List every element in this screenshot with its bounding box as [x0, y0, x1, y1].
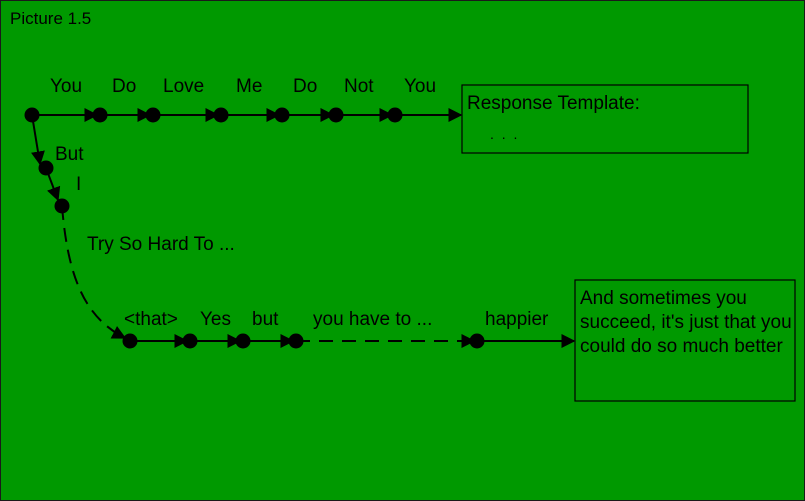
node-top-6: [387, 107, 403, 123]
outcome-text: And sometimes you succeed, it's just tha…: [580, 288, 792, 357]
bottom-word-3: but: [252, 309, 279, 330]
node-bottom-1: [122, 333, 138, 349]
node-top-2: [145, 107, 161, 123]
node-bottom-2: [182, 333, 198, 349]
node-top-1: [92, 107, 108, 123]
node-top-3: [213, 107, 229, 123]
node-branch-2: [54, 198, 70, 214]
bottom-word-4: you have to ...: [313, 309, 432, 330]
branch-word-1: But: [55, 144, 84, 165]
top-path-labels: You Do Love Me Do Not You: [50, 76, 436, 97]
top-word-5: Do: [293, 76, 317, 97]
node-start: [24, 107, 40, 123]
node-bottom-3: [235, 333, 251, 349]
top-word-2: Do: [112, 76, 136, 97]
node-top-4: [274, 107, 290, 123]
branch-word-3: Try So Hard To ...: [87, 234, 235, 255]
top-word-6: Not: [344, 76, 374, 97]
top-word-1: You: [50, 76, 82, 97]
top-word-4: Me: [236, 76, 262, 97]
top-word-3: Love: [163, 76, 204, 97]
bottom-word-5: happier: [485, 309, 549, 330]
edge-branch-dashed: [61, 205, 127, 339]
node-top-5: [328, 107, 344, 123]
bottom-word-2: Yes: [200, 309, 231, 330]
bottom-word-1: <that>: [124, 309, 178, 330]
edge-branch-1: [31, 114, 45, 166]
top-word-7: You: [404, 76, 436, 97]
figure-caption: Picture 1.5: [10, 9, 91, 28]
node-bottom-5: [469, 333, 485, 349]
branch-labels: But I Try So Hard To ...: [55, 144, 235, 255]
node-branch-1: [38, 160, 54, 176]
nodes: [24, 107, 485, 349]
branch-word-2: I: [76, 174, 81, 195]
response-template-body: . . .: [490, 126, 520, 142]
response-template-box: [461, 84, 749, 154]
node-bottom-4: [288, 333, 304, 349]
bottom-path-labels: <that> Yes but you have to ... happier: [124, 309, 549, 330]
outcome-box: [574, 279, 796, 402]
response-template-title: Response Template:: [467, 93, 640, 114]
